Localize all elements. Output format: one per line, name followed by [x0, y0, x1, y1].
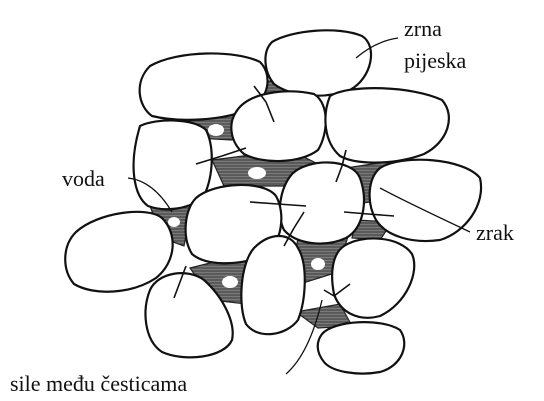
label-forces: sile među česticama [10, 371, 187, 396]
sand-grain [325, 88, 448, 162]
sand-grain [241, 236, 304, 334]
air-bubble [168, 217, 180, 227]
label-sand-line2: pijeska [404, 48, 467, 73]
sand-grain [231, 91, 325, 161]
sand-grain [318, 322, 405, 373]
sand-grain [332, 238, 414, 317]
air-bubble [208, 124, 224, 136]
label-water: voda [62, 166, 105, 191]
label-sand-line1: zrna [404, 16, 442, 41]
sand-grains [65, 30, 481, 373]
sand-grain [265, 30, 371, 95]
air-bubble [248, 167, 266, 179]
air-bubble [311, 258, 325, 270]
air-bubble [222, 276, 238, 288]
label-air: zrak [476, 220, 514, 245]
